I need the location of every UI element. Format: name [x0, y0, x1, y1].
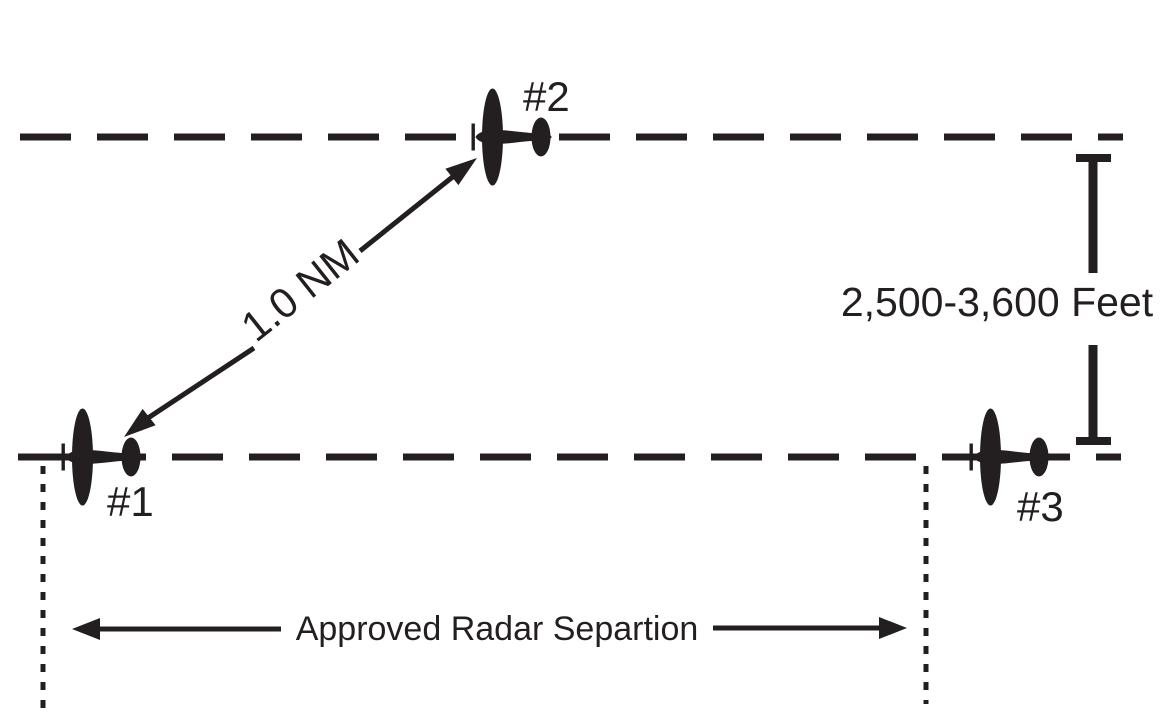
aircraft-1-label: #1: [107, 478, 154, 525]
diagram-fills: #1 #2 #3 1.0 NM 2,500-3,600 Feet Approve…: [61, 73, 1154, 648]
distance-label: 1.0 NM: [232, 230, 367, 351]
radar-separation-label: Approved Radar Separtion: [296, 610, 699, 648]
aircraft-2-label: #2: [523, 73, 570, 120]
separation-arrowhead-right-icon: [879, 617, 907, 639]
distance-arrowhead-lower-icon: [124, 408, 156, 437]
distance-arrow-lower-shaft: [146, 345, 256, 421]
altitude-separation-label: 2,500-3,600 Feet: [841, 279, 1154, 325]
diagram-lines: [18, 133, 1123, 717]
separation-arrowhead-left-icon: [72, 618, 100, 640]
distance-arrowhead-upper-icon: [445, 158, 477, 186]
aircraft-3-label: #3: [1017, 483, 1064, 530]
distance-arrow-upper-shaft: [358, 173, 457, 253]
